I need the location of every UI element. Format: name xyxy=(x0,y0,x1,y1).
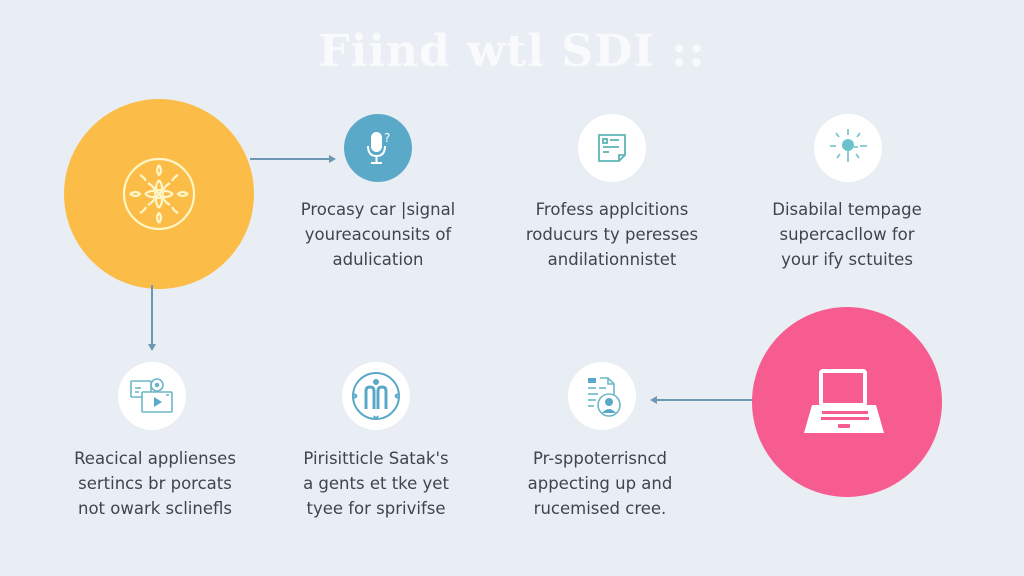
mandala-icon xyxy=(122,157,196,231)
step-icon-circle xyxy=(814,114,882,182)
people-circle-icon xyxy=(352,372,400,420)
step-caption: Frofess applcitions roducurs ty peresses… xyxy=(525,200,699,269)
step-icon-circle: ? xyxy=(344,114,412,182)
step-icon-circle xyxy=(568,362,636,430)
step-caption: Pirisitticle Satak's a gents et tke yet … xyxy=(303,449,449,518)
step-icon-circle xyxy=(118,362,186,430)
arrow-left-icon xyxy=(650,396,657,404)
media-screens-icon xyxy=(130,378,173,413)
step-caption: Disabilal tempage supercacllow for your … xyxy=(772,200,922,269)
svg-text:?: ? xyxy=(384,131,390,145)
step-caption: Procasy car |signal youreacounsits of ad… xyxy=(300,200,456,269)
hub-yellow xyxy=(64,99,254,289)
connector-left xyxy=(656,399,754,401)
lightbulb-icon xyxy=(830,129,867,162)
document-icon xyxy=(598,134,626,162)
connector-down xyxy=(151,285,153,345)
step-caption: Pr-sppoterrisncd appecting up and rucemi… xyxy=(527,449,673,518)
hub-pink xyxy=(752,307,942,497)
arrow-right-icon xyxy=(329,155,336,163)
step-caption: Reacical applienses sertincs br porcats … xyxy=(74,449,236,518)
page-title: Fiind wtl SDI :: xyxy=(318,26,706,77)
document-user-icon xyxy=(588,377,621,417)
arrow-down-icon xyxy=(148,344,156,351)
microphone-question-icon: ? xyxy=(367,131,390,164)
laptop-icon xyxy=(804,369,884,433)
step-icon-circle xyxy=(342,362,410,430)
step-icon-circle xyxy=(578,114,646,182)
connector-right xyxy=(250,158,330,160)
